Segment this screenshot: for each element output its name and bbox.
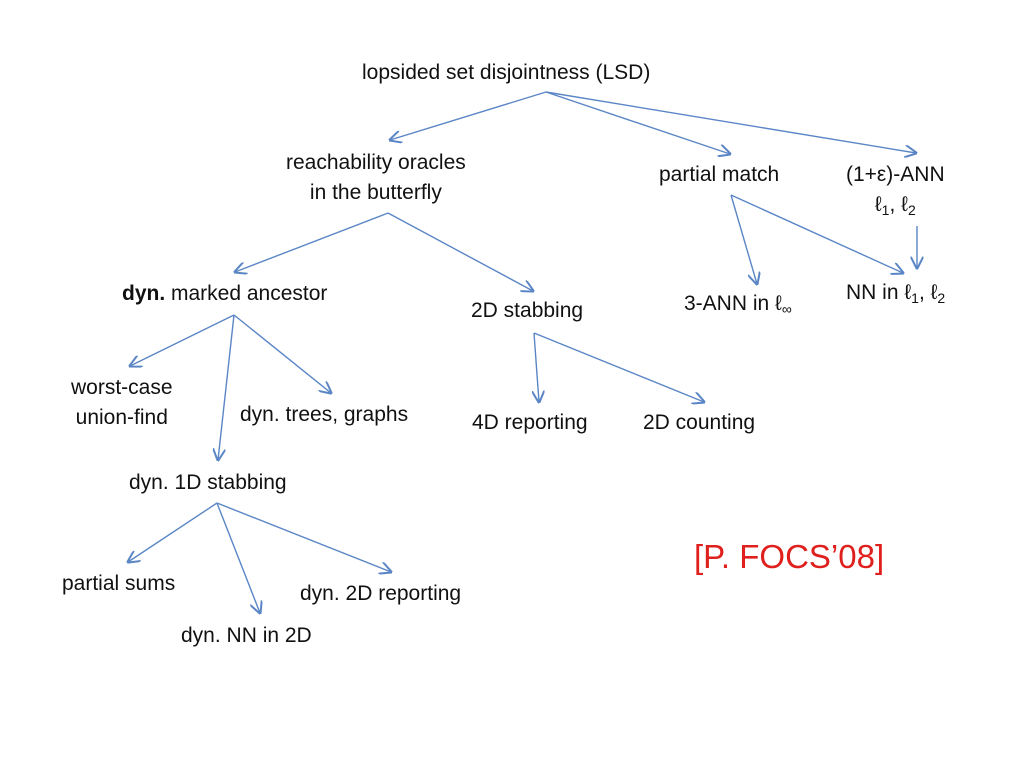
edge-2d-stabbing-2d-counting [533,332,704,402]
node-4d-reporting: 4D reporting [472,411,588,434]
node-3ann: 3-ANN in ℓ∞ [684,292,792,317]
node-ann: (1+ε)-ANN ℓ1, ℓ2 [846,160,945,220]
node-reachability-line1: reachability oracles [286,151,466,174]
node-worst-case-union-find: worst-case union-find [71,373,173,433]
edge-lsd-partial-match [545,91,730,154]
edge-lsd-ann [545,91,916,153]
node-lsd: lopsided set disjointness (LSD) [362,61,651,84]
node-2d-counting: 2D counting [643,411,756,434]
node-partial-match: partial match [659,163,780,186]
node-dyn-marked-ancestor: dyn. marked ancestor [122,282,328,305]
citation: [P. FOCS’08] [694,538,885,575]
node-nn: NN in ℓ1, ℓ2 [846,281,946,306]
edge-marked-ancestor-dyn-trees [233,314,331,393]
edge-marked-ancestor-1d-stabbing [218,314,235,460]
edge-reachability-marked-ancestor [235,212,389,272]
edge-2d-stabbing-4d-reporting [534,332,539,402]
node-reachability-line2: in the butterfly [309,181,442,204]
node-ann-line2: ℓ1, ℓ2 [874,193,916,218]
node-2d-stabbing: 2D stabbing [471,299,584,322]
dyn-bold-prefix: dyn. [122,282,166,305]
edge-1d-stabbing-partial-sums [128,502,218,562]
node-dyn-trees-graphs: dyn. trees, graphs [240,403,409,426]
edge-1d-stabbing-dyn-nn [216,502,260,613]
node-dyn-nn-2d: dyn. NN in 2D [181,624,312,647]
node-partial-sums: partial sums [62,572,176,595]
edge-partial-match-3ann [730,194,757,284]
node-worst-case-line1: worst-case [71,376,173,399]
node-worst-case-line2: union-find [75,406,168,429]
edge-1d-stabbing-2d-reporting [216,502,391,572]
edge-lsd-reachability [390,91,547,140]
node-ann-line1: (1+ε)-ANN [846,163,945,186]
node-dyn-2d-reporting: dyn. 2D reporting [300,582,462,605]
edge-marked-ancestor-worst-case [130,314,235,366]
edge-partial-match-nn [730,194,903,273]
edge-reachability-2d-stabbing [387,212,533,291]
node-dyn-1d-stabbing: dyn. 1D stabbing [129,471,287,494]
node-reachability-oracles: reachability oracles in the butterfly [286,148,466,208]
